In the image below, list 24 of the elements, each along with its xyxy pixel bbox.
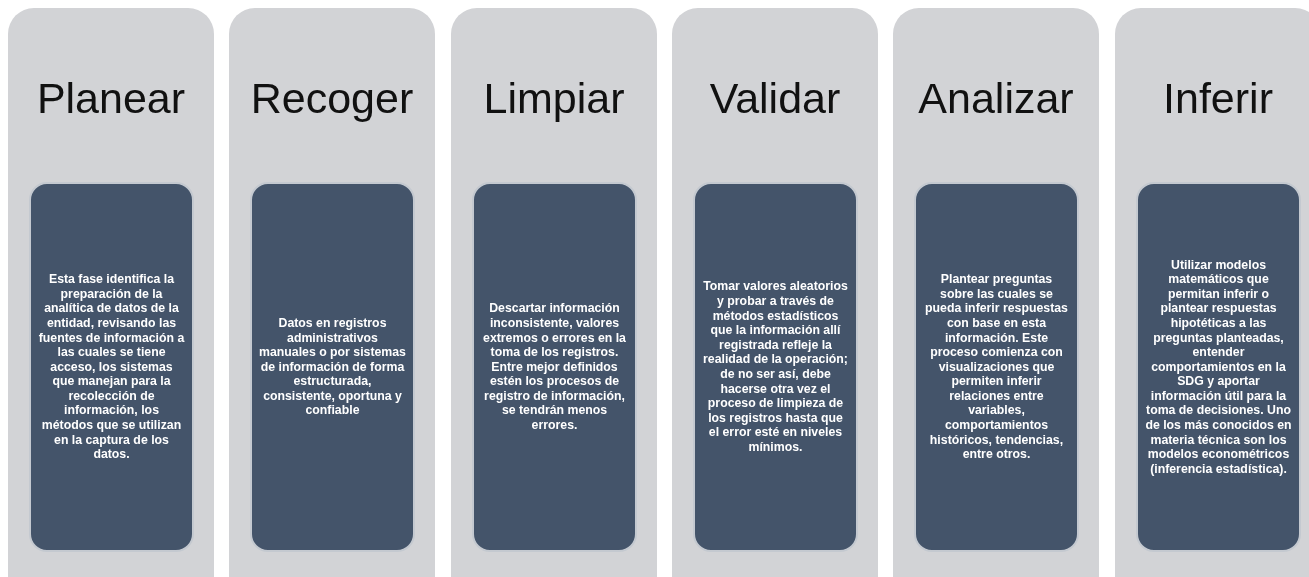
phase-title: Analizar — [917, 74, 1075, 123]
description-box — [472, 182, 637, 552]
phase-card — [672, 8, 878, 577]
phase-card — [893, 8, 1099, 577]
description-text: Datos en registros administrativos manuales o por sistemas de información de forma estructurada, consistente, oportuna y confiable — [259, 315, 406, 419]
phase-card — [229, 8, 435, 577]
phase-title: Limpiar — [482, 74, 626, 123]
description-text: Tomar valores aleatorios y probar a través de métodos estadísticos que la información allí registrada refleje la realidad de la operación; de no ser así, debe hacerse otra vez el proceso de limpieza de los registros hasta que el error esté en niveles mínimos. — [702, 279, 849, 455]
phase-title: Planear — [35, 74, 187, 123]
description-box — [250, 182, 415, 552]
phase-title: Validar — [708, 74, 842, 123]
description-box — [29, 182, 194, 552]
phase-card — [1115, 8, 1309, 577]
phase-card — [451, 8, 657, 577]
description-text: Plantear preguntas sobre las cuales se pueda inferir respuestas con base en esta información. Este proceso comienza con visualizaciones que permiten inferir relaciones entre variables, comportamientos históricos, tendencias, entre otros. — [924, 272, 1069, 462]
phase-card — [8, 8, 214, 577]
phase-title: Inferir — [1162, 74, 1274, 123]
description-box — [1136, 182, 1301, 552]
description-box — [693, 182, 858, 552]
description-box — [914, 182, 1079, 552]
description-text: Utilizar modelos matemáticos que permitan inferir o plantear respuestas hipotéticas a las preguntas planteadas, entender comportamientos en la SDG y aportar información útil para la toma de decisiones. Uno de los más conocidos en materia técnica son los modelos econométricos (inferencia estadística). — [1145, 257, 1292, 477]
description-text: Descartar información inconsistente, valores extremos o errores en la toma de los registros. Entre mejor definidos estén los procesos de registro de información, se tendrán menos errores. — [482, 301, 627, 433]
phase-title: Recoger — [249, 74, 415, 123]
description-text: Esta fase identifica la preparación de la analítica de datos de la entidad, revisando las fuentes de información a las cuales se tiene acceso, los sistemas que manejan para la recolección de información, los métodos que se utilizan en la captura de los datos. — [38, 272, 185, 462]
